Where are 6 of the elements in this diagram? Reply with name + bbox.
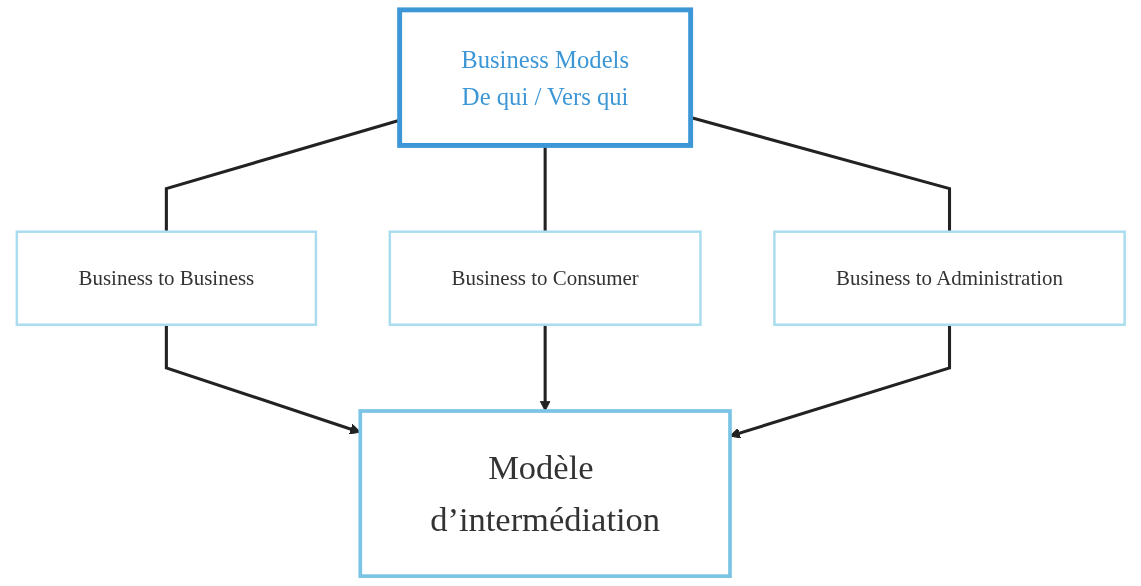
node-box: Business to Consumer — [388, 230, 702, 326]
node-box: Business to Business — [15, 230, 317, 326]
node-box: Business Models De qui / Vers qui — [396, 7, 693, 148]
node-box: Business to Administration — [772, 230, 1126, 326]
arrow — [539, 324, 551, 412]
node-box: Modèle d’intermédiation — [358, 409, 732, 578]
